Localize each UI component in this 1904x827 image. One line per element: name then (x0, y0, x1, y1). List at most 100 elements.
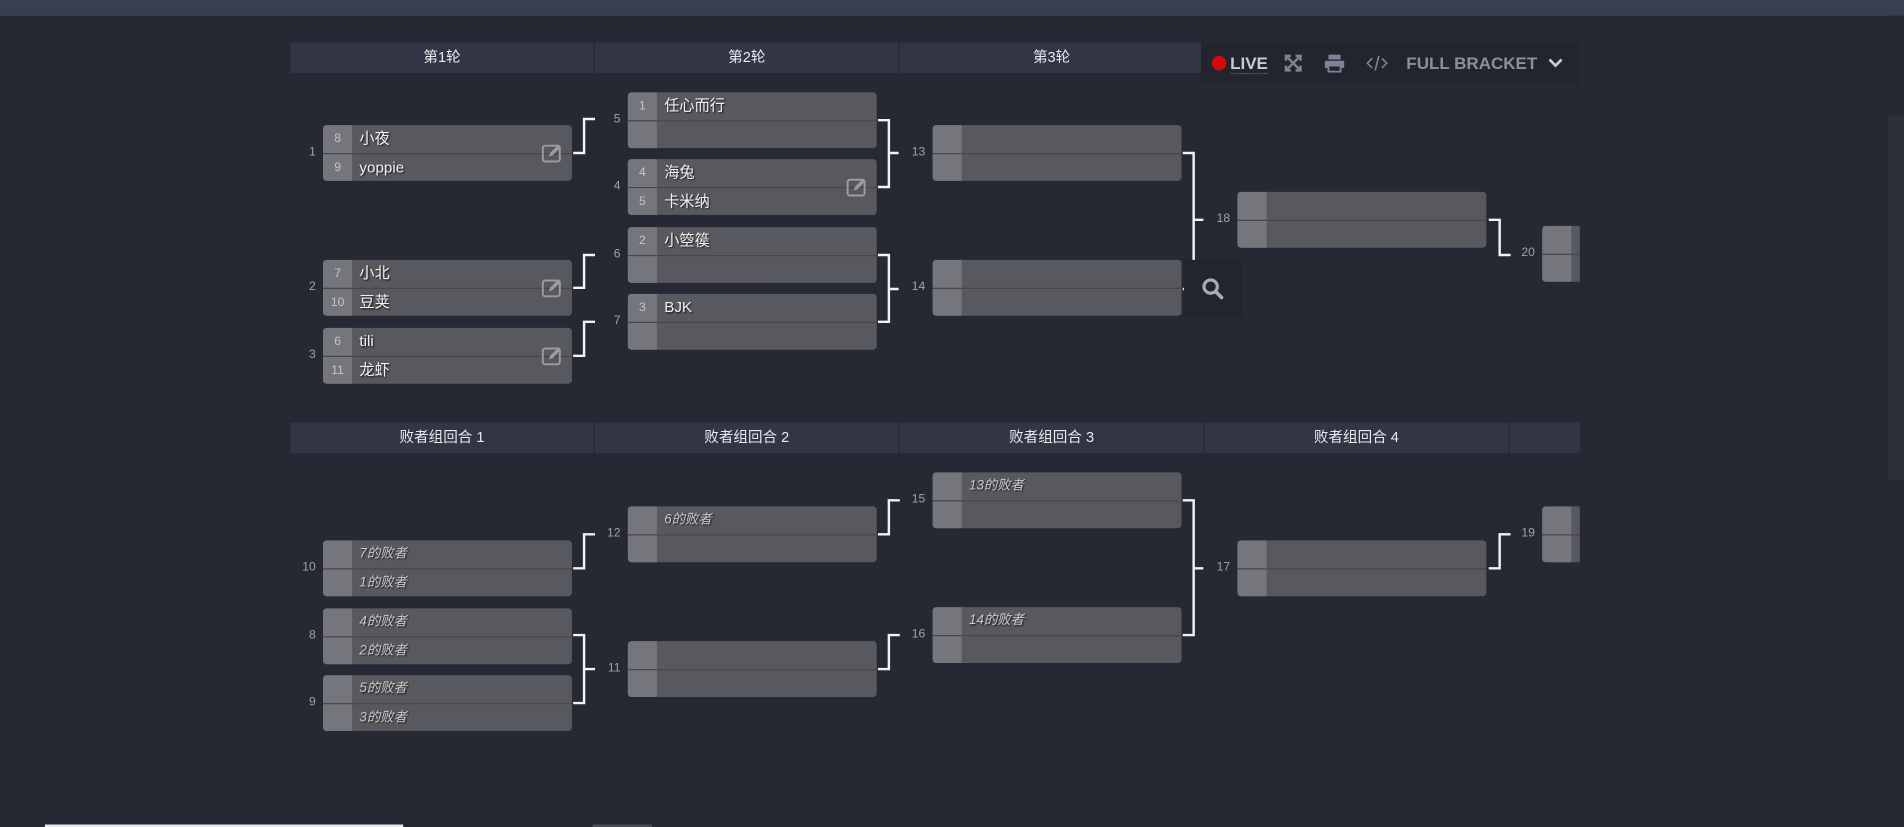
match-player-row[interactable] (1542, 253, 1580, 282)
match-card[interactable] (1237, 191, 1487, 248)
vertical-scrollbar-thumb[interactable] (1888, 115, 1904, 480)
match-number: 10 (302, 561, 316, 575)
player-seed: 3 (627, 293, 657, 322)
match-card[interactable] (1542, 225, 1580, 282)
search-button[interactable] (1183, 259, 1243, 317)
live-button[interactable]: LIVE (1201, 53, 1268, 74)
match-number: 8 (308, 629, 316, 643)
match-player-row[interactable] (1542, 534, 1580, 563)
match-player-row[interactable]: 7的败者 (323, 540, 572, 569)
match-player-row[interactable]: 13的败者 (932, 472, 1182, 501)
match-player-row[interactable] (627, 534, 877, 563)
player-name: 2的败者 (359, 643, 407, 659)
match-player-row[interactable] (932, 259, 1182, 288)
match-player-row[interactable] (932, 635, 1182, 664)
embed-code-icon[interactable] (1366, 53, 1388, 72)
match-player-row[interactable] (932, 125, 1182, 154)
edit-match-icon[interactable] (541, 346, 564, 366)
match-card[interactable] (932, 125, 1182, 181)
match-player-row[interactable]: 10 豆荚 (323, 287, 572, 316)
connector-12-15 (877, 499, 900, 536)
player-seed (323, 540, 353, 569)
match-card[interactable] (627, 641, 877, 698)
full-bracket-dropdown[interactable]: FULL BRACKET (1406, 53, 1564, 73)
player-seed (1542, 506, 1572, 535)
match-player-row[interactable] (1237, 540, 1486, 569)
match-player-row[interactable] (932, 287, 1182, 316)
player-name: 豆荚 (359, 293, 390, 311)
edit-match-icon[interactable] (846, 177, 868, 197)
match-number: 20 (1521, 246, 1535, 260)
match-player-row[interactable]: 3的败者 (323, 703, 572, 732)
match-player-row[interactable] (627, 255, 877, 283)
match-player-row[interactable]: 2的败者 (323, 636, 572, 665)
player-seed: 2 (627, 227, 657, 256)
player-seed (323, 637, 353, 665)
player-name: 6的败者 (664, 512, 712, 528)
match-player-row[interactable]: 14的败者 (932, 607, 1182, 636)
match-player-row[interactable]: 6的败者 (627, 506, 877, 535)
match-player-row[interactable]: 5的败者 (323, 675, 572, 704)
match-card[interactable]: 4的败者 2的败者 (323, 608, 572, 665)
match-player-row[interactable] (627, 321, 877, 350)
match-player-row[interactable] (1237, 568, 1487, 597)
player-seed: 6 (323, 327, 353, 356)
match-player-row[interactable] (1237, 191, 1486, 220)
match-player-row[interactable] (627, 669, 877, 698)
player-seed (627, 641, 657, 670)
connector-20 (1488, 218, 1511, 257)
match-card[interactable]: 14的败者 (932, 607, 1182, 664)
match-number: 15 (911, 493, 926, 507)
round-header-lower-4: 败者组回合 4 (1204, 422, 1510, 453)
match-number: 5 (613, 112, 621, 127)
fullscreen-icon[interactable] (1284, 53, 1303, 72)
match-card[interactable] (1237, 540, 1487, 597)
match-number: 4 (613, 179, 621, 194)
match-player-row[interactable] (627, 641, 877, 670)
connector-10-12 (573, 533, 596, 570)
search-icon (1202, 277, 1224, 299)
edit-match-icon[interactable] (541, 143, 564, 163)
match-player-row[interactable] (1237, 219, 1487, 248)
player-seed: 10 (323, 289, 353, 316)
match-player-row[interactable] (1542, 225, 1580, 254)
player-seed: 1 (627, 92, 657, 121)
match-card[interactable]: 6的败者 (627, 506, 877, 563)
edit-match-icon[interactable] (541, 278, 564, 298)
match-player-row[interactable]: 1的败者 (323, 568, 572, 597)
match-card[interactable]: 13的败者 (932, 472, 1182, 529)
player-seed (932, 501, 962, 529)
player-seed (1542, 255, 1572, 282)
match-player-row[interactable] (1542, 506, 1580, 535)
match-card[interactable] (932, 259, 1182, 316)
match-card[interactable] (1542, 506, 1580, 563)
match-player-row[interactable]: 4的败者 (323, 608, 572, 637)
print-icon[interactable] (1324, 53, 1346, 73)
match-player-row[interactable] (932, 153, 1182, 181)
connector-14 (877, 253, 899, 324)
horizontal-scrollbar-thumb[interactable] (44, 824, 404, 827)
match-player-row[interactable] (627, 120, 877, 149)
horizontal-scrollbar-segment[interactable] (592, 824, 653, 827)
round-header-lower-2: 败者组回合 2 (595, 422, 900, 453)
match-player-row[interactable] (932, 500, 1182, 529)
